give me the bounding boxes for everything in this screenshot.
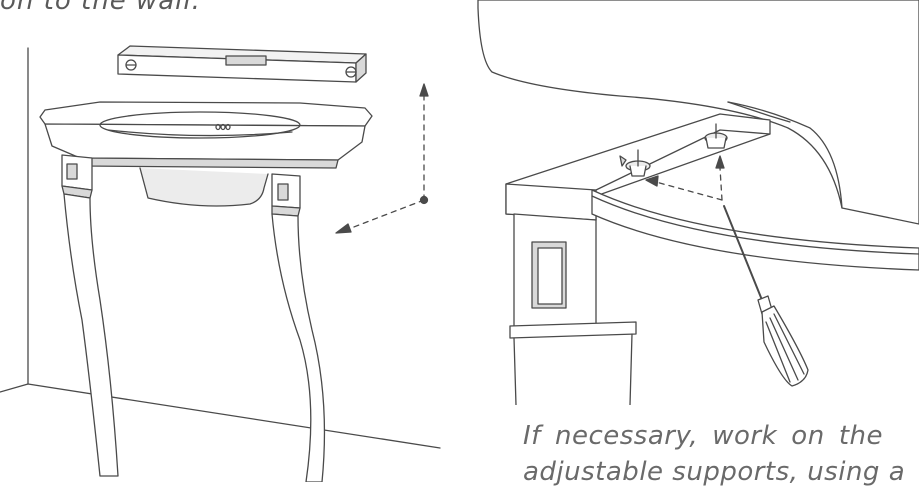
basin-underside-icon xyxy=(477,0,919,225)
instruction-text: If necessary, work on the adjustable sup… xyxy=(523,418,906,490)
diagonal-dashed-arrow xyxy=(335,195,429,234)
adjustable-support-illustration xyxy=(470,0,919,405)
sink-basin-icon xyxy=(39,101,373,207)
instruction-fragment-top: on to the wall. xyxy=(0,0,201,16)
right-leg-icon xyxy=(271,173,326,482)
spirit-level-icon xyxy=(117,45,367,83)
instruction-line-1: If necessary, work on the xyxy=(523,421,883,451)
screwdriver-icon xyxy=(723,205,809,387)
vertical-dashed-arrow xyxy=(419,83,429,201)
adjustment-dashed-arrows xyxy=(645,155,725,201)
left-leg-icon xyxy=(61,154,119,477)
wing-nut-icon xyxy=(619,123,728,177)
instruction-line-2: adjustable supports, using a xyxy=(523,457,906,487)
sink-level-illustration xyxy=(0,45,441,482)
